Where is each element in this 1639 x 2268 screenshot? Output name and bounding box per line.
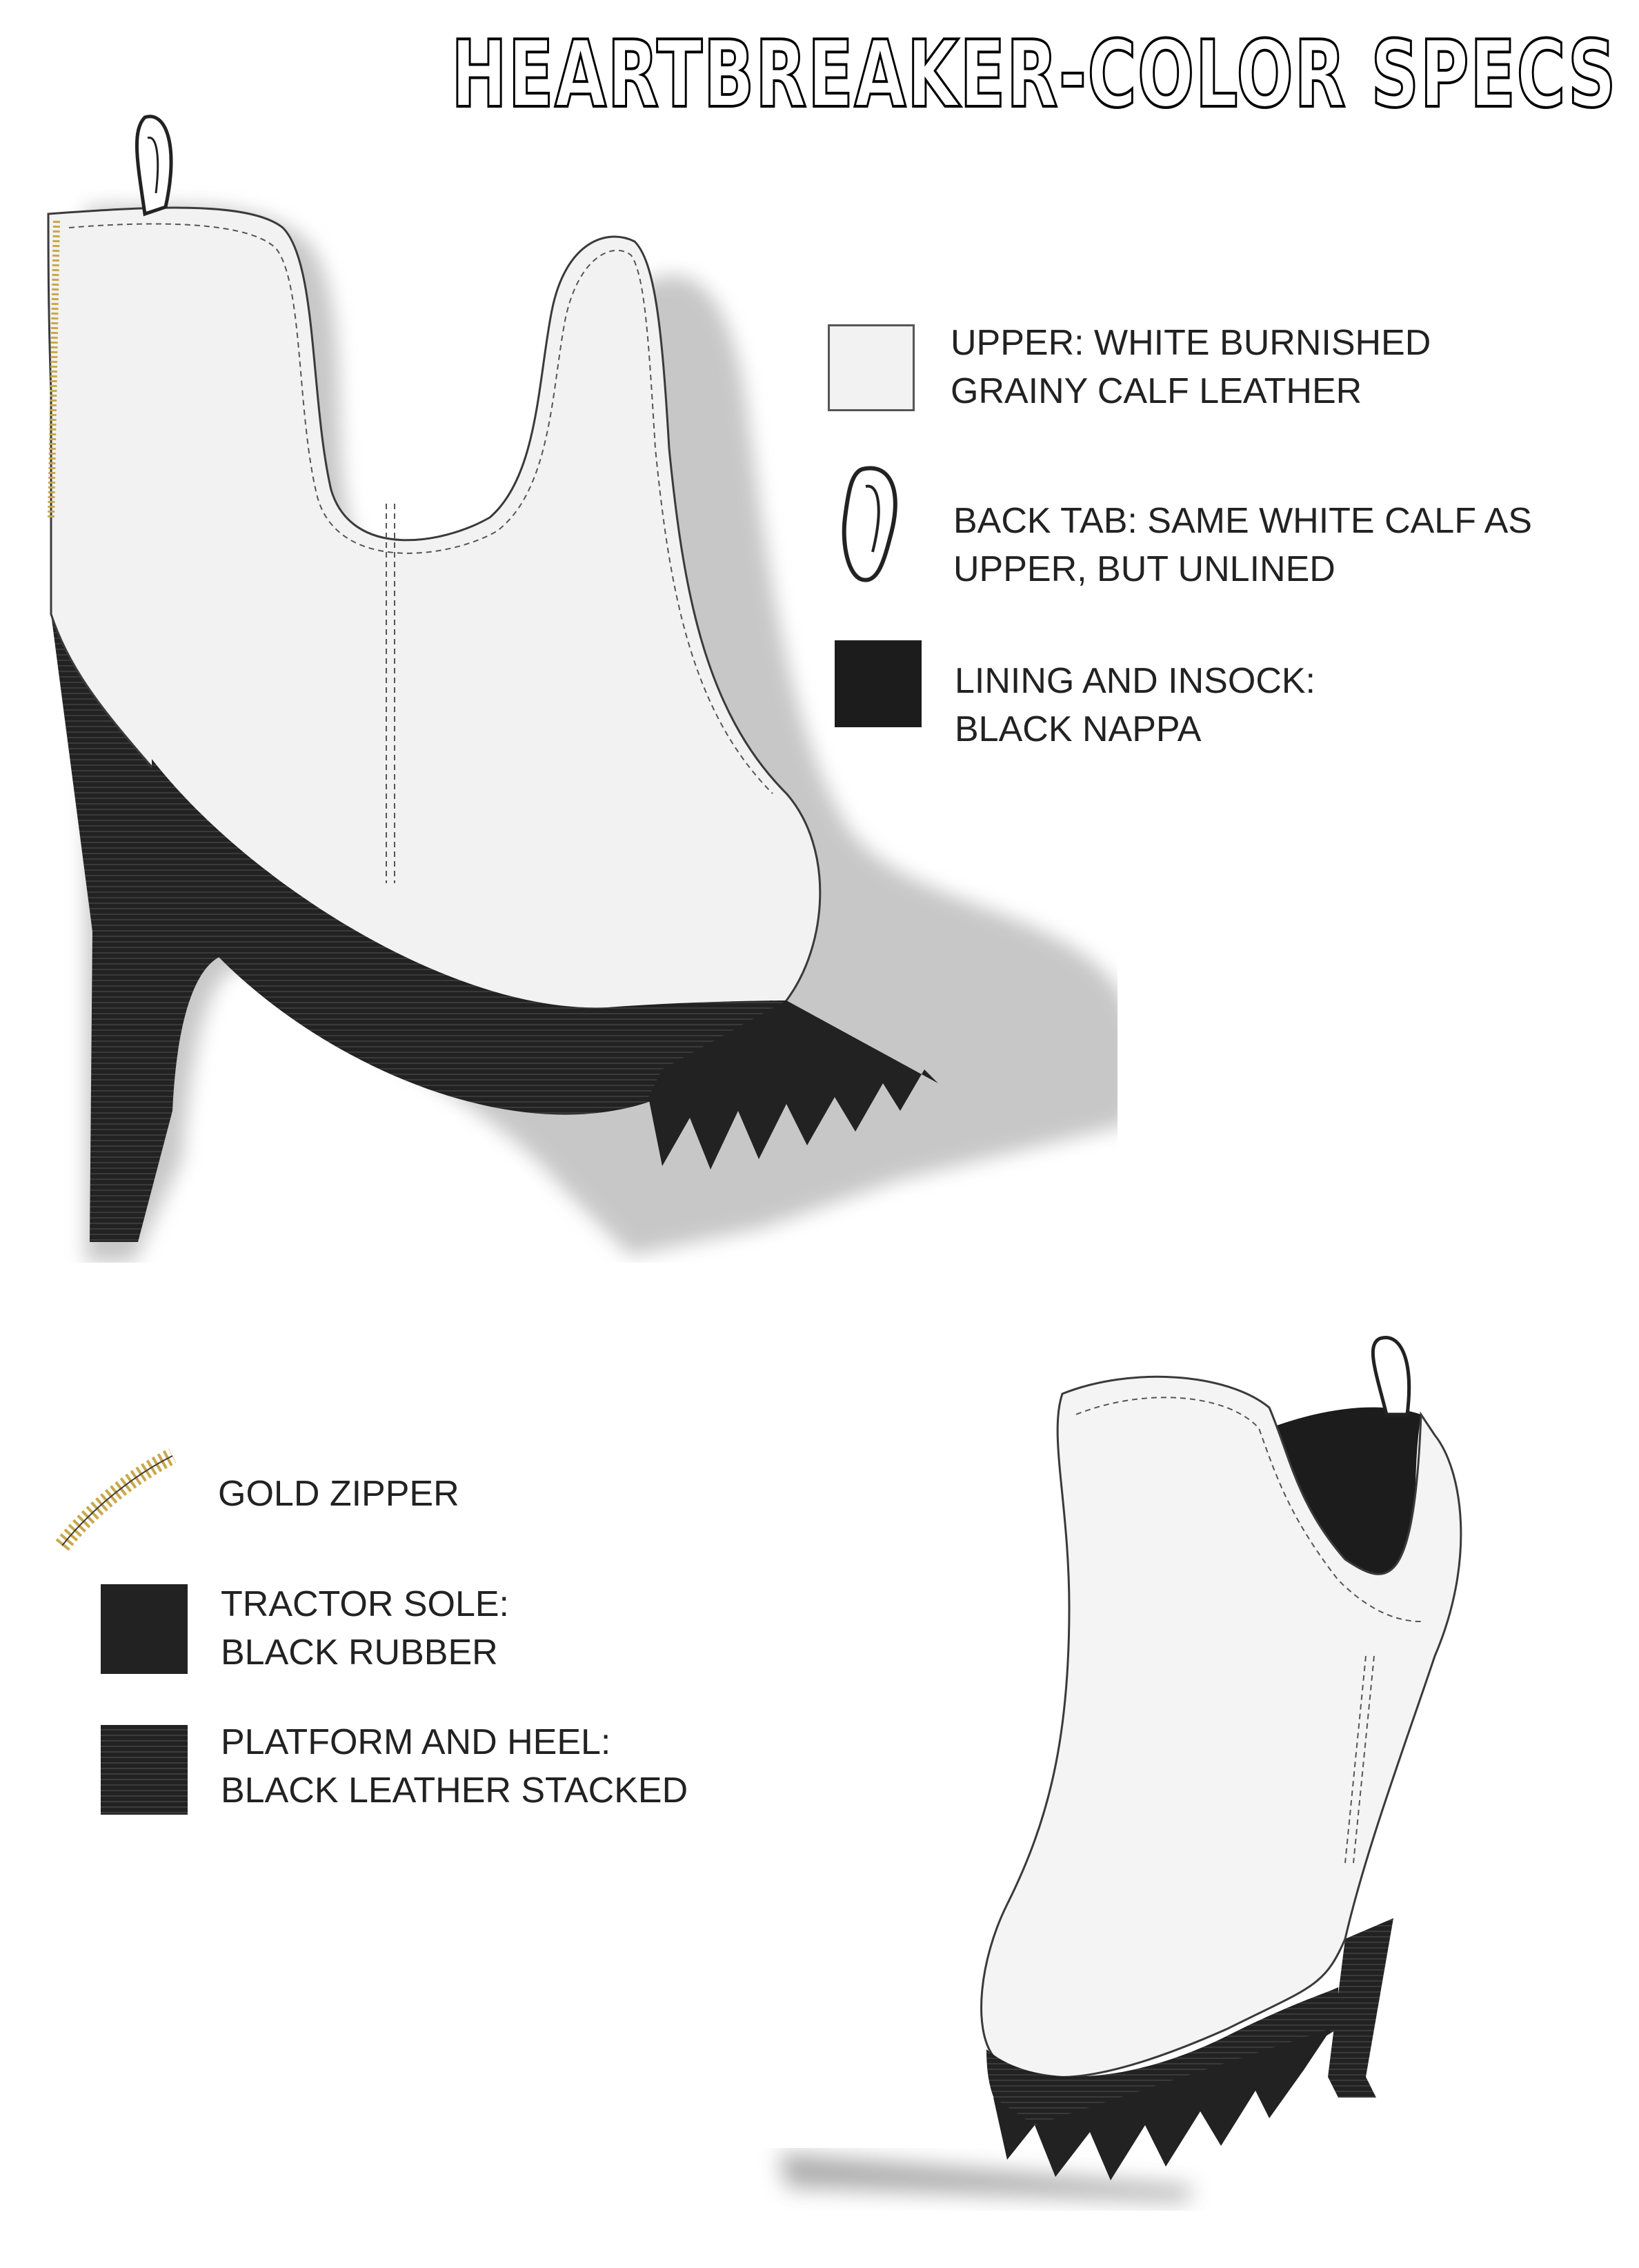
tractor-sole-teeth-2: [993, 2029, 1331, 2180]
upper-stitching: [68, 223, 773, 794]
sole-swatch: [101, 1584, 188, 1674]
stacked-heel-2: [1328, 1918, 1393, 2098]
title-text: HEARTBREAKER-COLOR SPECS: [451, 21, 1617, 128]
boot-side-svg: [47, 115, 1118, 1263]
boot-three-quarter-view: [745, 1297, 1545, 2222]
boot-side-view: [41, 103, 1118, 1263]
back-tab-swatch: [835, 462, 904, 586]
sole-legend-text: TRACTOR SOLE: BLACK RUBBER: [221, 1580, 509, 1677]
title-svg: HEARTBREAKER-COLOR SPECS: [450, 19, 1617, 130]
upper-legend-line1: UPPER: WHITE BURNISHED: [951, 323, 1431, 363]
back-tab-legend-line1: BACK TAB: SAME WHITE CALF AS: [953, 501, 1532, 541]
zipper-legend-line1: GOLD ZIPPER: [218, 1474, 459, 1514]
boot-shadow-2: [779, 2153, 1193, 2201]
sole-legend-line2: BLACK RUBBER: [221, 1633, 498, 1673]
heel-legend-text: PLATFORM AND HEEL: BLACK LEATHER STACKED: [221, 1718, 688, 1815]
vamp-seam-stitching: [386, 504, 395, 883]
sole-legend-line1: TRACTOR SOLE:: [221, 1584, 510, 1624]
lining-legend-line2: BLACK NAPPA: [955, 709, 1202, 749]
zipper-icon: [55, 1448, 177, 1551]
heel-legend-line2: BLACK LEATHER STACKED: [221, 1771, 688, 1811]
back-tab-legend-line2: UPPER, BUT UNLINED: [953, 549, 1335, 589]
back-tab-icon: [842, 466, 897, 582]
page-title: HEARTBREAKER-COLOR SPECS: [444, 3, 1617, 141]
tractor-sole-teeth: [648, 1000, 938, 1170]
upper-legend-text: UPPER: WHITE BURNISHED GRAINY CALF LEATH…: [951, 319, 1431, 415]
boot-upper-2: [980, 1375, 1462, 2079]
back-tab-legend-text: BACK TAB: SAME WHITE CALF AS UPPER, BUT …: [953, 497, 1532, 593]
heel-legend-line1: PLATFORM AND HEEL:: [221, 1722, 611, 1762]
boot-three-quarter-svg: [779, 1336, 1462, 2201]
lining-legend-text: LINING AND INSOCK: BLACK NAPPA: [955, 657, 1315, 753]
platform: [152, 759, 788, 1115]
heel-swatch: [101, 1725, 188, 1815]
pull-tab-inner: [147, 137, 159, 194]
zipper-stripe: [48, 220, 60, 518]
pull-tab-2: [1371, 1336, 1411, 1417]
upper-swatch: [828, 324, 915, 411]
upper-legend-line2: GRAINY CALF LEATHER: [951, 371, 1362, 411]
lining-legend-line1: LINING AND INSOCK:: [955, 661, 1315, 701]
zipper-swatch: [48, 1435, 186, 1559]
pull-tab: [135, 115, 173, 217]
zipper-legend-text: GOLD ZIPPER: [218, 1470, 459, 1518]
platform-2: [986, 1987, 1338, 2125]
lining-swatch: [835, 640, 922, 727]
